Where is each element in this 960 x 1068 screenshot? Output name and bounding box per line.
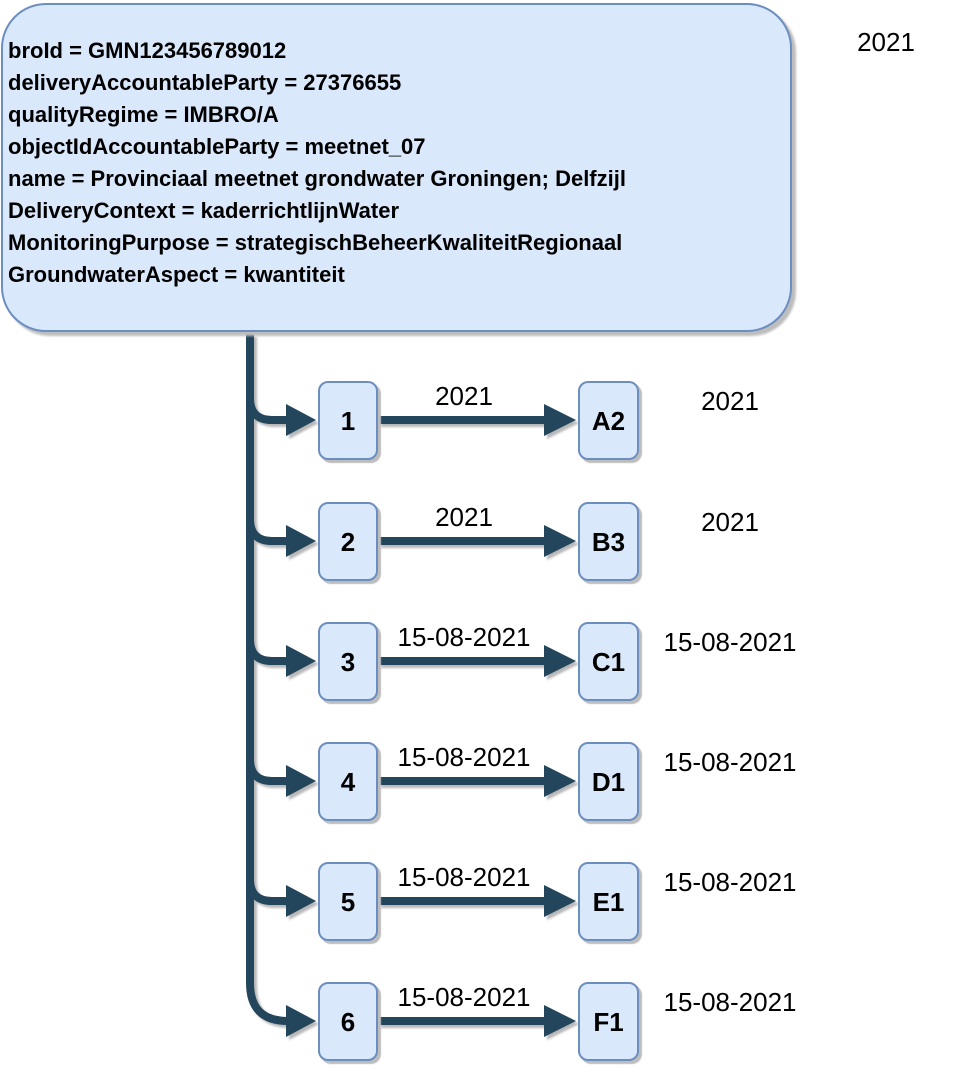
arrowhead [544, 645, 576, 677]
branch-elbow [246, 737, 288, 785]
tube-node: F1 [578, 982, 639, 1061]
attribute-line: DeliveryContext = kaderrichtlijnWater [8, 198, 400, 223]
attribute-line: qualityRegime = IMBRO/A [8, 102, 279, 127]
branch-elbow [246, 617, 288, 665]
arrowhead [544, 765, 576, 797]
tube-label: D1 [591, 766, 626, 797]
tube-label: E1 [592, 886, 625, 917]
attribute-line: deliveryAccountableParty = 27376655 [8, 70, 402, 95]
network-row: 6 15-08-2021 F1 15-08-2021 [0, 982, 960, 1061]
monitoring-point-label: 6 [340, 1006, 356, 1037]
branch-elbow [246, 497, 288, 545]
edge-date-label: 2021 [435, 502, 493, 532]
tube-label: C1 [591, 646, 626, 677]
tube-node: E1 [578, 862, 639, 941]
branch-elbow [246, 376, 288, 424]
monitoring-point-node: 6 [318, 982, 378, 1061]
tube-label: A2 [591, 405, 626, 436]
network-row: 2 2021 B3 2021 [0, 502, 960, 581]
tube-node: C1 [578, 622, 639, 701]
monitoring-point-label: 4 [340, 766, 356, 797]
attribute-line: GroundwaterAspect = kwantiteit [8, 262, 345, 287]
row-date-label: 2021 [701, 386, 759, 416]
network-row: 4 15-08-2021 D1 15-08-2021 [0, 742, 960, 821]
attribute-line: MonitoringPurpose = strategischBeheerKwa… [8, 230, 623, 255]
row-date-label: 15-08-2021 [663, 627, 797, 657]
arrowhead [544, 525, 576, 557]
network-row: 3 15-08-2021 C1 15-08-2021 [0, 622, 960, 701]
monitoring-point-node: 3 [318, 622, 378, 701]
arrowhead [544, 1005, 576, 1037]
edge-date-label: 2021 [435, 381, 493, 411]
row-date-label: 2021 [701, 507, 759, 537]
network-row: 1 2021 A2 2021 [0, 381, 960, 460]
tube-node: A2 [578, 381, 639, 460]
row-date-label: 15-08-2021 [663, 747, 797, 777]
arrowhead [286, 525, 316, 557]
edge-date-label: 15-08-2021 [397, 982, 531, 1012]
monitoring-point-node: 5 [318, 862, 378, 941]
edge-date-label: 15-08-2021 [397, 622, 531, 652]
arrowhead [544, 885, 576, 917]
monitoring-point-label: 5 [340, 886, 356, 917]
monitoring-point-node: 4 [318, 742, 378, 821]
tube-label: F1 [593, 1006, 624, 1037]
branch-elbow [246, 857, 288, 905]
attribute-line: broId = GMN123456789012 [8, 38, 287, 63]
edge-date-label: 15-08-2021 [397, 742, 531, 772]
box-year-label: 2021 [857, 27, 915, 57]
monitoring-point-node: 1 [318, 381, 378, 460]
gmn-attributes-box: broId = GMN123456789012 deliveryAccounta… [1, 3, 792, 332]
monitoring-point-label: 1 [340, 405, 356, 436]
row-date-label: 15-08-2021 [663, 987, 797, 1017]
arrowhead [286, 645, 316, 677]
row-date-label: 15-08-2021 [663, 867, 797, 897]
tube-node: B3 [578, 502, 639, 581]
arrowhead [286, 404, 316, 436]
attribute-line: name = Provinciaal meetnet grondwater Gr… [8, 166, 626, 191]
monitoring-point-label: 2 [340, 526, 356, 557]
tube-node: D1 [578, 742, 639, 821]
arrowhead [286, 765, 316, 797]
network-row: 5 15-08-2021 E1 15-08-2021 [0, 862, 960, 941]
arrowhead [286, 1005, 316, 1037]
arrowhead [286, 885, 316, 917]
attribute-line: objectIdAccountableParty = meetnet_07 [8, 134, 426, 159]
tube-label: B3 [591, 526, 626, 557]
monitoring-point-node: 2 [318, 502, 378, 581]
trunk-line [246, 334, 289, 1025]
arrowhead [544, 404, 576, 436]
edge-date-label: 15-08-2021 [397, 862, 531, 892]
monitoring-point-label: 3 [340, 646, 356, 677]
